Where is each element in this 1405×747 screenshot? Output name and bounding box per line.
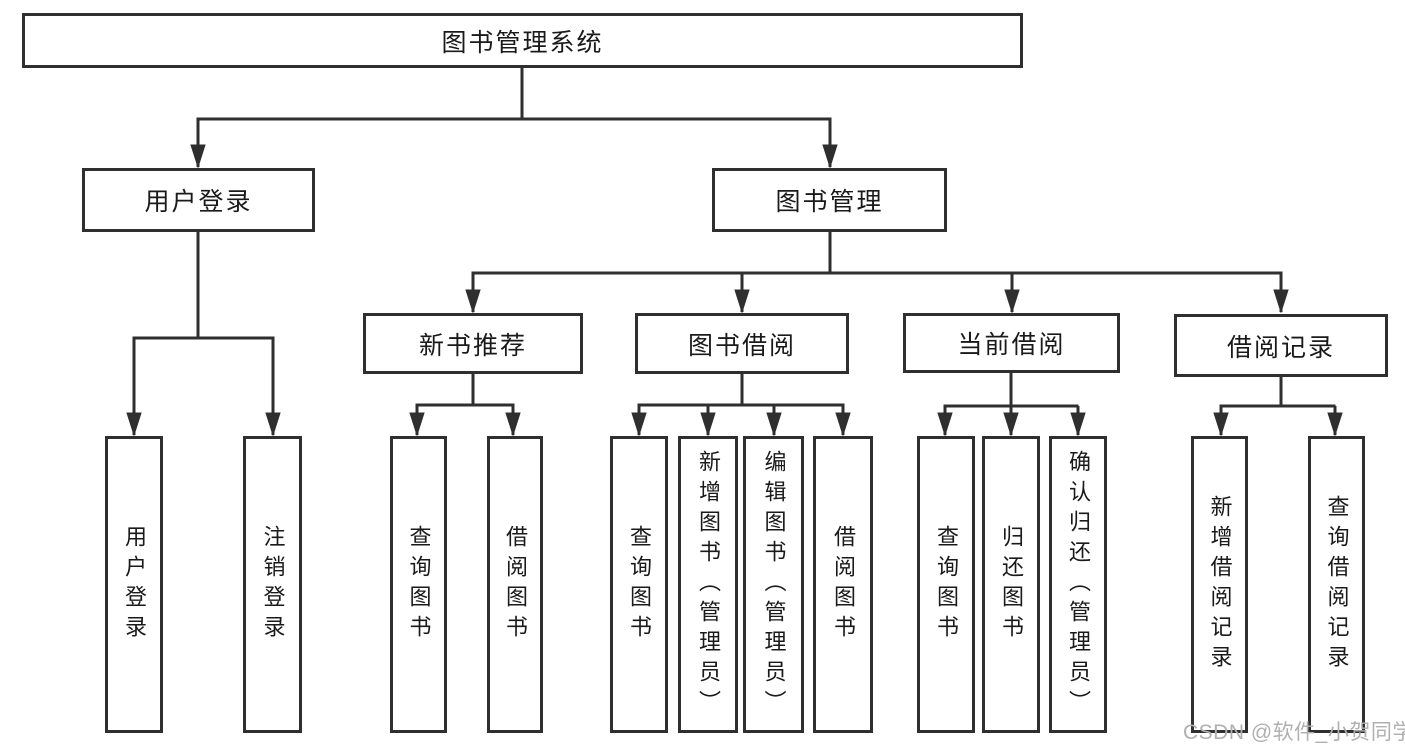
leaf-current-return-books: 归还图书 xyxy=(982,436,1040,733)
leaf-borrowing-edit-books-admin: 编辑图书（管理员） xyxy=(743,436,804,733)
leaf-borrowing-edit-books-admin-label: 编辑图书（管理员） xyxy=(761,449,787,720)
leaf-current-query-books-label: 查询图书 xyxy=(934,524,959,645)
node-borrowing-records: 借阅记录 xyxy=(1174,314,1388,377)
node-root-library-system: 图书管理系统 xyxy=(22,13,1023,68)
leaf-records-add-record: 新增借阅记录 xyxy=(1191,436,1248,733)
node-book-borrowing-label: 图书借阅 xyxy=(687,331,796,360)
leaf-recommend-borrow-books-label: 借阅图书 xyxy=(503,524,528,645)
leaf-records-query-record: 查询借阅记录 xyxy=(1308,436,1365,733)
leaf-recommend-query-books: 查询图书 xyxy=(390,436,447,733)
leaf-logout-label: 注销登录 xyxy=(260,524,286,645)
node-current-borrowing-label: 当前借阅 xyxy=(957,331,1066,359)
leaf-borrowing-borrow-books: 借阅图书 xyxy=(813,436,873,733)
node-user-login: 用户登录 xyxy=(82,168,315,232)
node-new-book-recommend-label: 新书推荐 xyxy=(418,331,527,360)
connector-arrows xyxy=(134,119,1335,435)
node-borrowing-records-label: 借阅记录 xyxy=(1226,333,1335,362)
connector-rails xyxy=(132,68,1336,408)
node-new-book-recommend: 新书推荐 xyxy=(363,313,583,374)
node-current-borrowing: 当前借阅 xyxy=(903,313,1120,373)
leaf-borrowing-query-books-label: 查询图书 xyxy=(627,524,652,645)
node-root-label: 图书管理系统 xyxy=(441,28,604,57)
leaf-borrowing-add-books-admin: 新增图书（管理员） xyxy=(678,436,738,733)
leaf-recommend-query-books-label: 查询图书 xyxy=(406,524,432,645)
leaf-user-login-label: 用户登录 xyxy=(122,524,147,645)
node-user-login-label: 用户登录 xyxy=(144,188,253,216)
watermark: CSDN @软件_小贺同学 xyxy=(1183,721,1405,744)
leaf-user-login: 用户登录 xyxy=(105,436,163,733)
leaf-current-confirm-return-admin-label: 确认归还（管理员） xyxy=(1066,449,1091,720)
leaf-current-query-books: 查询图书 xyxy=(917,436,975,733)
node-book-management: 图书管理 xyxy=(712,168,947,232)
leaf-records-query-record-label: 查询借阅记录 xyxy=(1324,494,1350,675)
leaf-current-return-books-label: 归还图书 xyxy=(999,524,1024,645)
leaf-borrowing-query-books: 查询图书 xyxy=(610,436,668,733)
leaf-records-add-record-label: 新增借阅记录 xyxy=(1207,494,1233,675)
leaf-borrowing-add-books-admin-label: 新增图书（管理员） xyxy=(696,449,721,720)
leaf-recommend-borrow-books: 借阅图书 xyxy=(487,436,543,733)
node-book-management-label: 图书管理 xyxy=(775,188,884,216)
node-book-borrowing: 图书借阅 xyxy=(635,313,849,374)
leaf-logout: 注销登录 xyxy=(243,436,302,733)
leaf-current-confirm-return-admin: 确认归还（管理员） xyxy=(1049,436,1107,733)
leaf-borrowing-borrow-books-label: 借阅图书 xyxy=(831,524,856,645)
